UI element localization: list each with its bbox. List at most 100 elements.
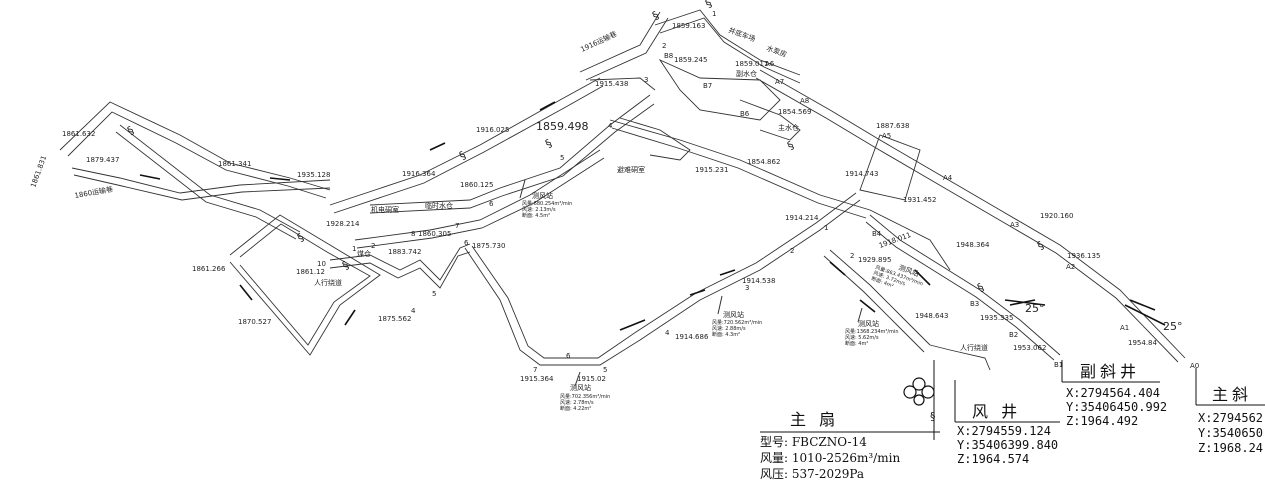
elevation-label: 1870.527 — [238, 318, 271, 326]
station-5: 测风站 风量:702.356m³/min 风速: 2.78m/s 断面: 4.2… — [560, 371, 610, 412]
roadway-1860-west-inner — [67, 111, 327, 199]
regulator-markers: § § § § § § § § § § § — [125, 0, 1046, 423]
pedestrian-bypass-label: 人行绕道 — [314, 278, 342, 287]
roadway-sump-block — [658, 58, 781, 121]
angle-line — [1124, 304, 1166, 326]
main-fan-icon — [903, 360, 935, 440]
fan-airflow: 风量: 1010-2526m³/min — [760, 451, 900, 465]
aux-incline-title: 副斜井 — [1080, 362, 1140, 381]
elevation-label: 1948.643 — [915, 312, 948, 320]
airflow-arrow — [829, 261, 846, 276]
aux-incline-y: Y:35406450.992 — [1066, 400, 1167, 414]
elevation-label: 1914.743 — [845, 170, 878, 178]
roadway-1916-branch — [589, 77, 656, 91]
pump-house-label: 水泵房 — [765, 43, 788, 59]
node-label: A1 — [1120, 324, 1129, 332]
station-area: 断面: 4.22m² — [560, 405, 591, 412]
roadway-coal-bin-inner — [329, 251, 471, 289]
roadway-north-cluster-inner — [659, 17, 801, 84]
station-velocity: 风速: 5.62m/s — [845, 335, 879, 341]
node-label: 7 — [533, 366, 537, 374]
station-title: 测风站 — [570, 383, 591, 392]
aux-incline — [869, 214, 1061, 356]
node-label: 3 — [644, 76, 648, 84]
roadway-west-link — [119, 124, 301, 233]
roadway-south-loop-inner — [471, 192, 857, 359]
airflow-arrow — [239, 284, 253, 301]
node-label: 2 — [662, 42, 666, 50]
node-label: A6 — [765, 60, 775, 68]
station-area: 断面: 4.3m² — [712, 331, 740, 338]
roadway-central-east-inner — [611, 127, 867, 219]
roadway-central-block-inner — [369, 103, 655, 214]
airflow-arrow — [689, 289, 706, 296]
roadway-b4-link — [869, 209, 951, 271]
elevation-label: 1875.562 — [378, 315, 411, 323]
node-label: A5 — [882, 132, 891, 140]
roadway-1916-upper-inner — [585, 17, 669, 81]
elevation-label: 1914.214 — [785, 214, 819, 222]
elevation-label: 1914.538 — [742, 277, 775, 285]
fan-pressure: 风压: 537-2029Pa — [760, 467, 864, 480]
airflow-arrow — [429, 142, 446, 151]
station-3: 测风站 风量:1368.234m³/min 风速: 5.62m/s 断面: 4m… — [845, 307, 899, 347]
roadway-network — [59, 9, 1186, 371]
node-label: 2 — [371, 242, 375, 250]
roadway-central-east — [609, 119, 871, 211]
node-label: 4 — [608, 122, 613, 130]
angle-label: 25° — [1163, 320, 1183, 333]
roadway-west-link-inner — [115, 131, 297, 240]
fan-exhaust-marker: § — [930, 410, 936, 423]
elevation-labels: 1861.632 1861.831 1879.437 1860运输巷 1861.… — [29, 22, 1157, 383]
airflow-arrow — [1129, 299, 1156, 311]
node-label: A7 — [775, 78, 784, 86]
elevation-label: 1861.266 — [192, 265, 226, 273]
roadway-1916-upper — [579, 11, 661, 73]
station-velocity: 风速: 2.88m/s — [712, 326, 746, 332]
roadway-central-block — [369, 94, 651, 206]
node-label: B3 — [970, 300, 979, 308]
angle-line — [1004, 299, 1046, 306]
door-marker: § — [703, 0, 714, 11]
station-title: 测风站 — [858, 319, 879, 328]
door-marker: § — [785, 139, 796, 153]
main-fan-title: 主 扇 — [790, 410, 839, 429]
roadway-refuge — [619, 117, 691, 161]
roadway-lower-west-loop-inner — [239, 223, 371, 346]
main-incline-block: 主斜 X:2794562 Y:3540650 Z:1968.24 — [1195, 368, 1265, 455]
elevation-label: 1920.160 — [1040, 212, 1073, 220]
elevation-label: 1953.062 — [1013, 344, 1046, 352]
door-marker: § — [543, 137, 554, 151]
place-labels: 机电硐室 临时水仓 煤仓 人行绕道 避难硐室 副水仓 主水仓 井底车场 水泵房 … — [314, 25, 988, 352]
elevation-label: 1916.025 — [476, 126, 509, 134]
door-marker: § — [125, 124, 136, 138]
node-label: B8 — [664, 52, 673, 60]
elevation-label: 1861.12 — [296, 268, 325, 276]
elevation-label: 1935.128 — [297, 171, 330, 179]
elevation-label: 1915.364 — [520, 375, 554, 383]
roadway-a5-box — [859, 134, 921, 201]
node-label: B1 — [1054, 361, 1063, 369]
door-marker: § — [457, 149, 468, 163]
node-label: 4 — [411, 307, 416, 315]
airflow-arrow — [859, 299, 876, 313]
node-label: 1 — [352, 245, 356, 253]
airflow-arrow — [914, 269, 931, 286]
elevation-label: 1929.895 — [858, 256, 891, 264]
shaft-y: Y:35406399.840 — [957, 438, 1058, 452]
elevation-label: 1854.862 — [747, 158, 780, 166]
node-labels: 1 2 10 8 7 6 5 4 3 2 1 5 6 4 7 6 5 4 3 2… — [317, 10, 1199, 374]
node-label: B4 — [872, 230, 882, 238]
elevation-label: 1954.84 — [1128, 339, 1157, 347]
node-label: A3 — [1010, 221, 1019, 229]
elevation-label: 1915.231 — [695, 166, 728, 174]
mech-room-label: 机电硐室 — [371, 205, 399, 214]
angle-markers: 25° 25° — [1004, 299, 1183, 333]
elevation-label: 1915.02 — [577, 375, 606, 383]
node-label: A8 — [800, 97, 809, 105]
main-sump-label: 主水仓 — [778, 123, 799, 132]
station-airflow: 风量:680.254m³/min — [522, 200, 572, 207]
elevation-label: 1859.163 — [672, 22, 705, 30]
